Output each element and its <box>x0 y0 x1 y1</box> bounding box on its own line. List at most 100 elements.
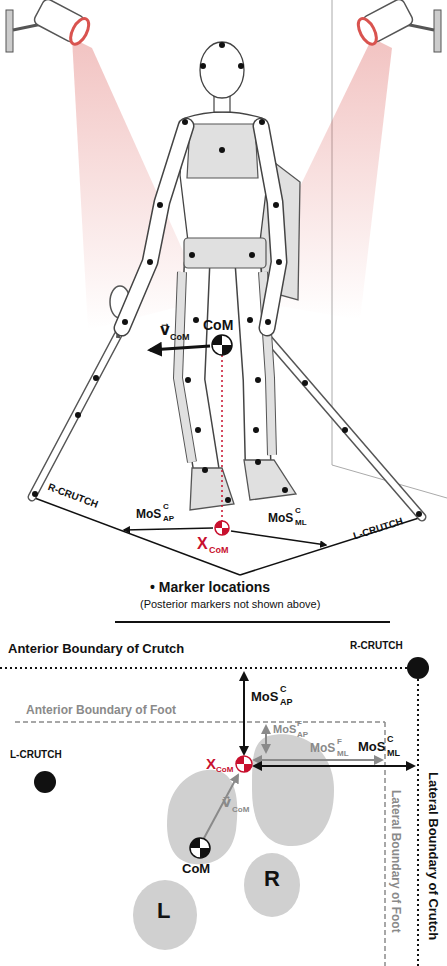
leg-outline <box>248 265 258 462</box>
com-marker-ring <box>212 335 232 355</box>
crutch-shaft <box>32 335 118 497</box>
mos-arrow <box>243 673 245 754</box>
marker-dot <box>259 119 265 125</box>
projection-line <box>221 345 223 528</box>
mos-arrow <box>231 531 326 545</box>
arm <box>122 126 186 328</box>
mos-label: MoS <box>273 724 296 735</box>
mos-label: MoS <box>251 690 278 703</box>
marker-dot <box>282 487 288 493</box>
camera <box>32 0 92 47</box>
camera-lens <box>67 16 93 47</box>
xcom-symbol: X <box>206 756 216 771</box>
marker-dot <box>265 319 271 325</box>
crutch-anterior-boundary <box>0 667 407 669</box>
arm-outline <box>261 126 279 328</box>
velocity-subscript: CoM <box>232 806 249 814</box>
exo-hip-belt <box>184 238 266 268</box>
figure-note: • Marker locations <box>150 580 270 594</box>
marker-dot <box>93 375 99 381</box>
camera <box>355 0 415 47</box>
marker-dot <box>195 427 201 433</box>
head <box>200 42 244 98</box>
foot-heel <box>133 880 197 950</box>
mos-subscript: AP <box>163 515 174 523</box>
mos-subscript: AP <box>297 731 308 739</box>
marker-dot <box>185 377 191 383</box>
mos-label: MoS <box>358 740 385 753</box>
marker-dot <box>255 459 261 465</box>
mos-label: MoS <box>310 742 335 754</box>
marker-dot <box>202 467 208 473</box>
mos-superscript: C <box>163 503 169 511</box>
marker-dot <box>247 317 253 323</box>
exo-brace <box>178 272 192 462</box>
foot-forefoot <box>167 770 237 864</box>
foot-heel <box>244 853 300 917</box>
marker-dot <box>32 491 38 497</box>
com-marker-ring <box>190 838 210 858</box>
mos-arrow <box>124 528 213 530</box>
marker-dot <box>249 252 255 258</box>
leg <box>248 265 258 462</box>
marker-dot <box>193 317 199 323</box>
mos-superscript: C <box>280 685 287 694</box>
mos-subscript: ML <box>295 519 307 527</box>
foot-anterior-boundary <box>15 721 385 723</box>
boundary-label: Anterior Boundary of Crutch <box>8 642 184 655</box>
mos-superscript: F <box>337 738 342 746</box>
leg-outline <box>192 265 206 468</box>
com-marker-quarter <box>190 838 200 848</box>
camera-mount <box>434 10 441 52</box>
support-boundary <box>32 497 240 575</box>
boundary-label: Lateral Boundary of Crutch <box>427 772 440 940</box>
camera-lens <box>355 16 381 47</box>
velocity-symbol: v⃗ <box>222 795 231 809</box>
separator-rule <box>115 621 390 623</box>
mos-subscript: ML <box>387 749 400 758</box>
shoe <box>190 468 234 510</box>
com-marker <box>212 335 232 355</box>
xcom-marker <box>236 756 252 772</box>
marker-dot <box>75 412 81 418</box>
xcom-marker-ring <box>215 521 229 535</box>
crutch-outline <box>32 335 118 497</box>
crutch-tip <box>34 771 56 793</box>
com-marker-quarter <box>200 848 210 858</box>
marker-dot <box>219 42 225 48</box>
velocity-symbol: v⃗ <box>160 322 170 337</box>
boundary-label: Anterior Boundary of Foot <box>26 704 176 716</box>
marker-dot <box>200 63 206 69</box>
marker-dot <box>253 427 259 433</box>
xcom-marker-quarter <box>222 528 229 535</box>
boundary-label: Lateral Boundary of Foot <box>390 790 402 933</box>
xcom-symbol: X <box>197 536 208 552</box>
com-marker <box>190 838 210 858</box>
com-marker-quarter <box>212 335 222 345</box>
com-marker-quarter <box>222 345 232 355</box>
mos-label: MoS <box>268 512 293 524</box>
velocity-arrow <box>150 346 210 350</box>
exo-vest <box>187 124 258 178</box>
crutch-label: L-CRUTCH <box>10 750 62 760</box>
foot-lateral-boundary <box>384 722 386 966</box>
com-label: CoM <box>203 318 233 332</box>
mos-subscript: AP <box>280 698 293 707</box>
marker-dot <box>122 319 128 325</box>
marker-dot <box>147 259 153 265</box>
mos-arrow <box>254 765 414 767</box>
crutch-label: R-CRUTCH <box>350 641 403 651</box>
marker-dot <box>157 202 163 208</box>
xcom-marker-quarter <box>236 756 244 764</box>
marker-dot <box>189 252 195 258</box>
marker-dot <box>342 427 348 433</box>
arm-outline <box>122 126 186 328</box>
velocity-subscript: CoM <box>170 333 190 342</box>
mos-subscript: ML <box>337 750 349 758</box>
marker-dot <box>182 119 188 125</box>
mos-arrow <box>254 759 382 761</box>
marker-dot <box>238 63 244 69</box>
